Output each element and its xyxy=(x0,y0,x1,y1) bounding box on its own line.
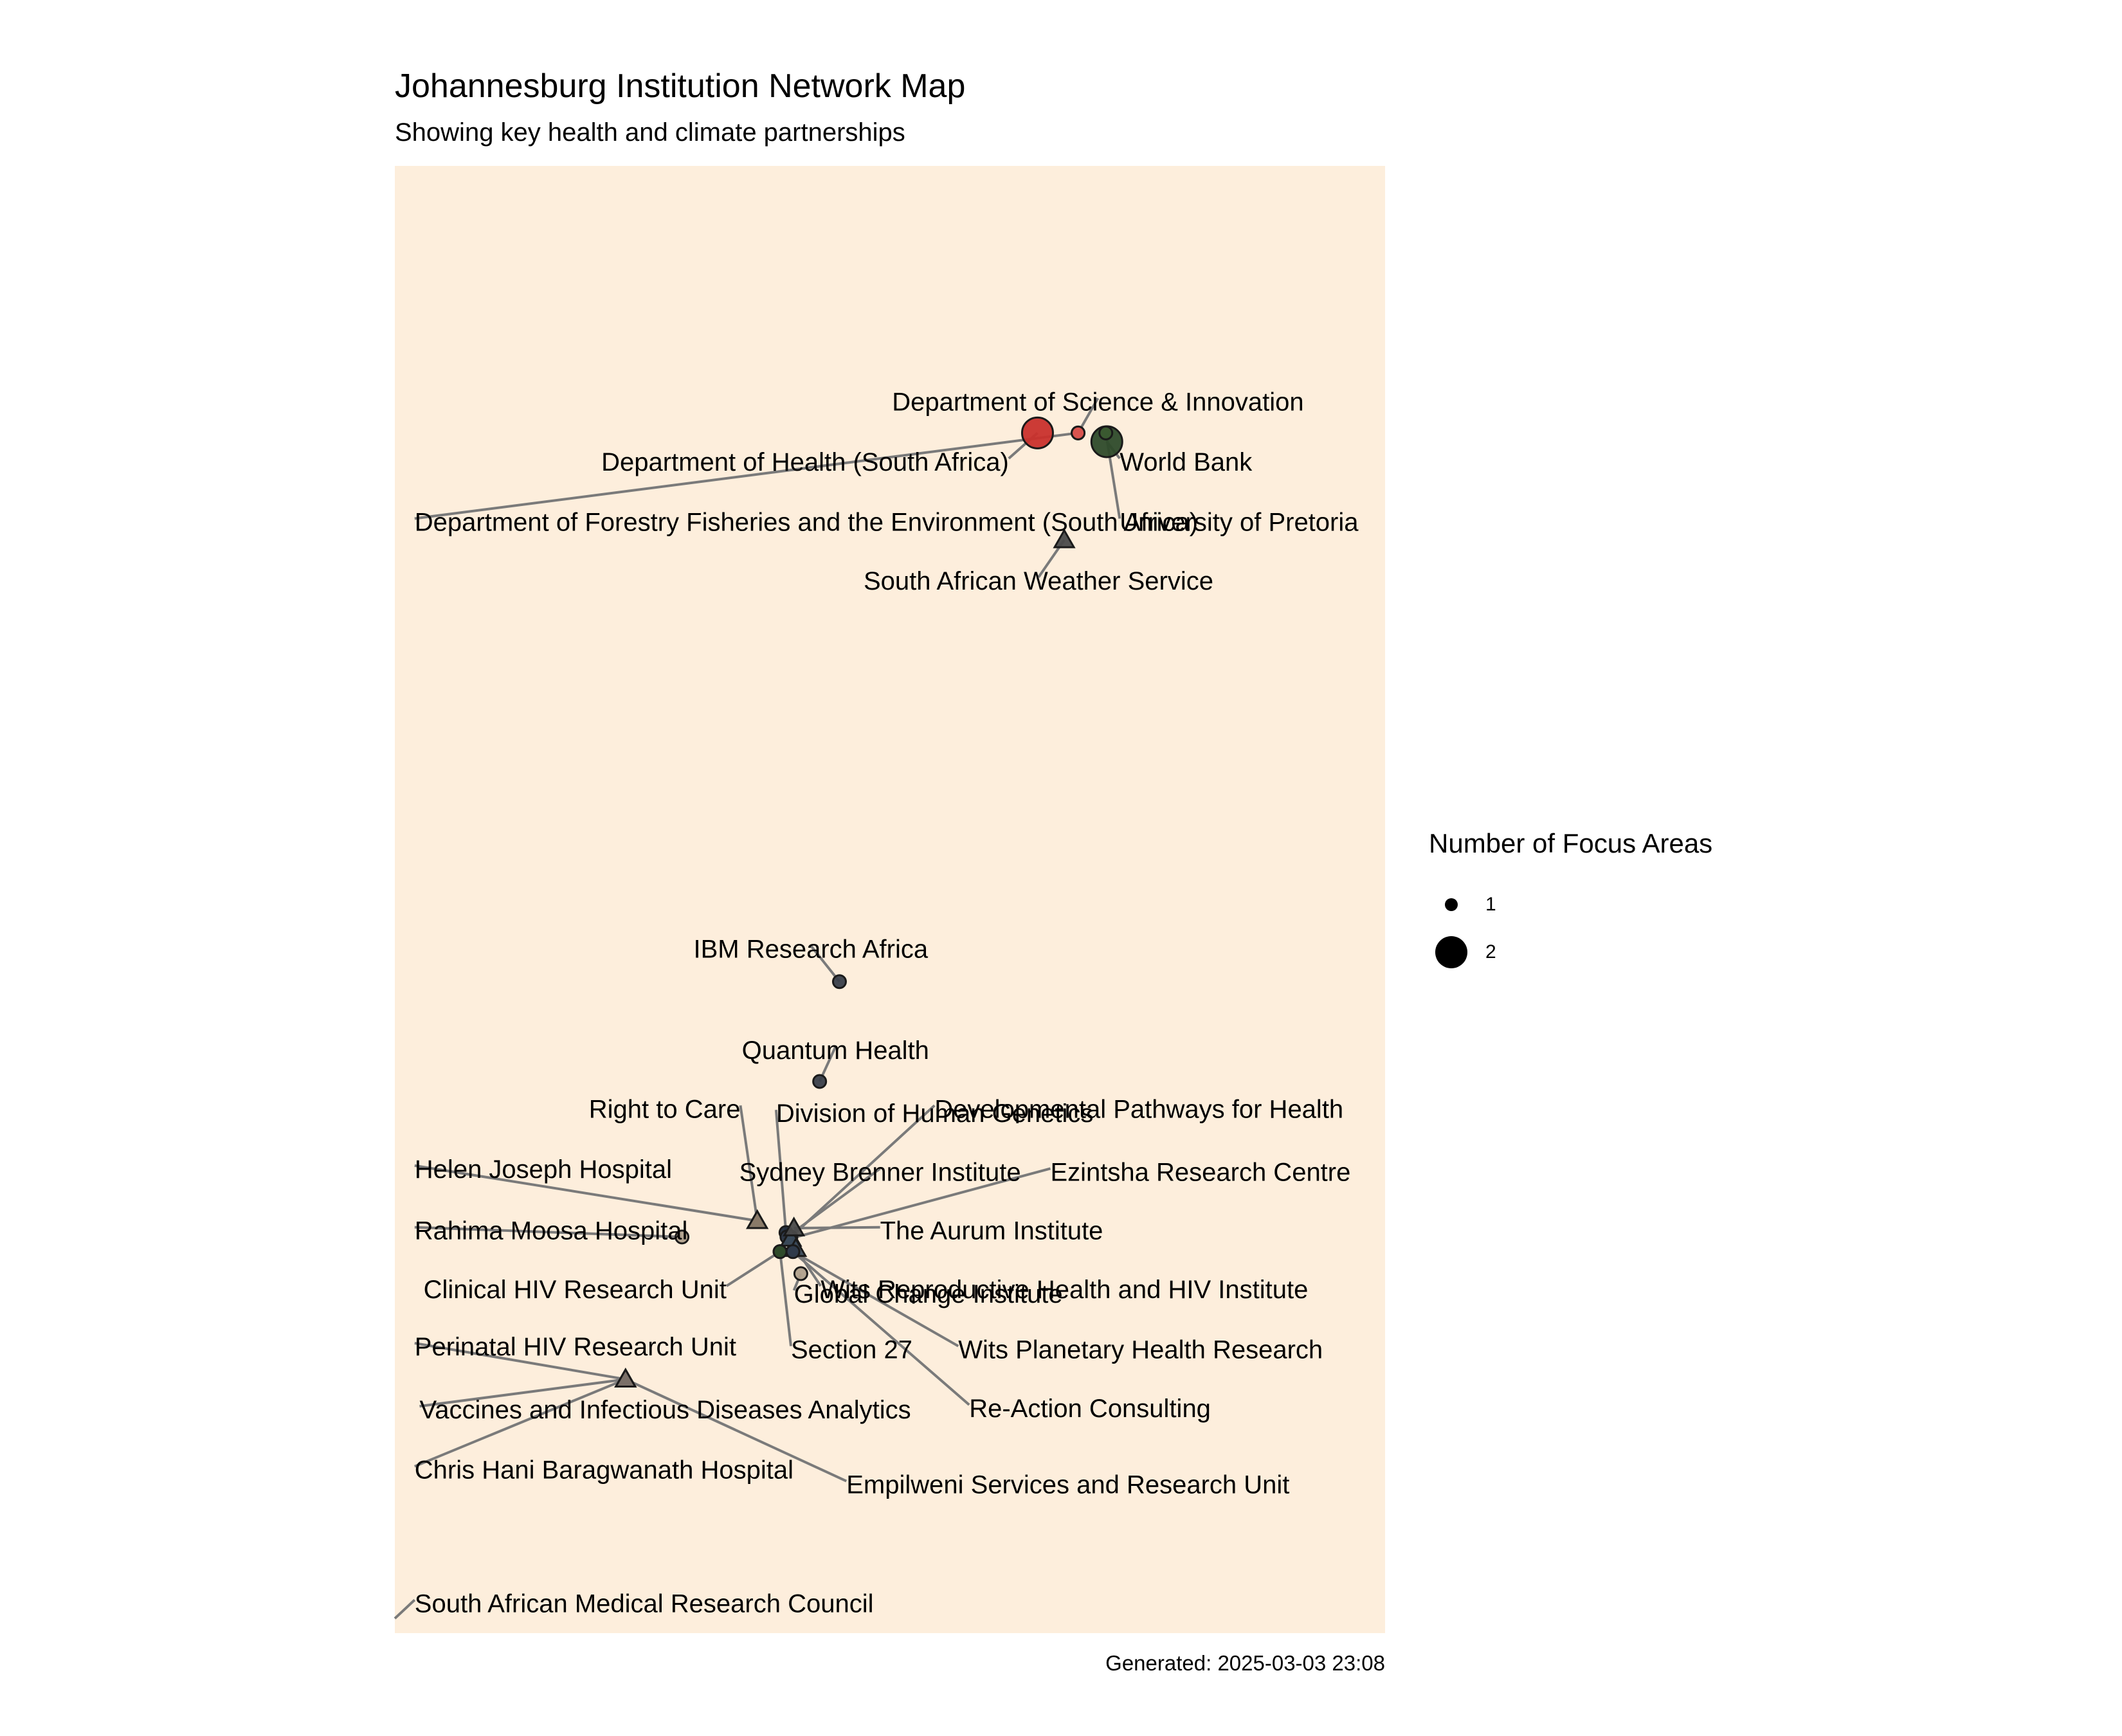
leader-line-chris-hani-baragwanath-hospital xyxy=(414,1378,626,1468)
leader-line-clinical-hiv-research-unit xyxy=(725,1250,781,1287)
leader-line-department-of-forestry-fisheries-and-the-environment-south-africa xyxy=(414,431,1078,520)
legend-entry-2: 2 xyxy=(1429,928,1712,976)
label-wits-planetary-health-research: Wits Planetary Health Research xyxy=(958,1336,1323,1364)
leader-line-south-african-medical-research-council xyxy=(394,1598,416,1620)
leader-line-section-27 xyxy=(779,1251,792,1346)
institution-points xyxy=(614,416,1123,1388)
institution-labels: Department of Health (South Africa) Depar… xyxy=(415,388,1359,1618)
legend-entry-1: 1 xyxy=(1429,881,1712,928)
label-department-of-health-south-africa: Department of Health (South Africa) xyxy=(601,448,1009,476)
label-empilweni-services-and-research-unit: Empilweni Services and Research Unit xyxy=(846,1471,1289,1499)
label-south-african-medical-research-council: South African Medical Research Council xyxy=(415,1589,874,1618)
label-clinical-hiv-research-unit: Clinical HIV Research Unit xyxy=(424,1276,727,1304)
leader-line-vaccines-and-infectious-diseases-analytics xyxy=(419,1378,626,1408)
legend-size-large-icon xyxy=(1435,936,1467,968)
label-south-african-weather-service: South African Weather Service xyxy=(864,567,1213,595)
point-quantum-health xyxy=(812,1074,828,1089)
legend-title: Number of Focus Areas xyxy=(1429,828,1713,858)
leader-line-right-to-care xyxy=(739,1105,759,1222)
chart-title: Johannesburg Institution Network Map xyxy=(395,68,966,105)
label-department-of-forestry-fisheries-and-the-environment-south-africa: Department of Forestry Fisheries and the… xyxy=(415,509,1198,537)
label-right-to-care: Right to Care xyxy=(589,1095,741,1123)
label-rahima-moosa-hospital: Rahima Moosa Hospital xyxy=(415,1217,688,1245)
leader-line-re-action-consulting xyxy=(792,1251,970,1406)
chart-subtitle: Showing key health and climate partnersh… xyxy=(395,118,905,147)
label-university-of-pretoria: University of Pretoria xyxy=(1120,509,1359,537)
label-the-aurum-institute: The Aurum Institute xyxy=(880,1217,1103,1245)
leader-line-rahima-moosa-hospital xyxy=(414,1225,682,1238)
label-perinatal-hiv-research-unit: Perinatal HIV Research Unit xyxy=(415,1333,736,1361)
leader-line-wits-planetary-health-research xyxy=(792,1250,959,1348)
point-department-of-health-south-africa xyxy=(1020,416,1054,449)
label-chris-hani-baragwanath-hospital: Chris Hani Baragwanath Hospital xyxy=(415,1456,793,1485)
leader-line-the-aurum-institute xyxy=(793,1225,880,1230)
label-re-action-consulting: Re-Action Consulting xyxy=(969,1395,1211,1423)
point-section-27 xyxy=(772,1244,788,1260)
point-empilweni-services-and-research-unit xyxy=(614,1368,637,1388)
legend: Number of Focus Areas 1 2 xyxy=(1429,828,1712,976)
label-division-of-human-genetics: Division of Human Genetics xyxy=(776,1099,1094,1128)
leader-line-ibm-research-africa xyxy=(810,945,841,983)
legend-label-2: 2 xyxy=(1485,941,1496,963)
leader-line-empilweni-services-and-research-unit xyxy=(624,1378,848,1483)
leader-line-sydney-brenner-institute xyxy=(786,1167,881,1238)
point-university-of-pretoria xyxy=(1098,425,1114,440)
label-helen-joseph-hospital: Helen Joseph Hospital xyxy=(415,1155,672,1184)
point-rahima-moosa-hospital xyxy=(675,1229,690,1245)
label-section-27: Section 27 xyxy=(791,1336,912,1364)
label-quantum-health: Quantum Health xyxy=(742,1036,929,1065)
point-the-aurum-institute xyxy=(783,1216,806,1236)
legend-label-1: 1 xyxy=(1485,894,1496,915)
leader-line-perinatal-hiv-research-unit xyxy=(414,1342,626,1381)
point-department-of-forestry-fisheries-and-the-environment-south-africa xyxy=(1071,425,1086,440)
label-global-change-institute: Global Change Institute xyxy=(794,1280,1063,1308)
legend-size-small-icon xyxy=(1445,898,1458,911)
label-wits-reproductive-health-and-hiv-institute: Wits Reproductive Health and HIV Institu… xyxy=(821,1276,1308,1304)
point-global-change-institute xyxy=(793,1266,808,1281)
label-world-bank: World Bank xyxy=(1120,448,1253,476)
label-sydney-brenner-institute: Sydney Brenner Institute xyxy=(739,1158,1021,1186)
label-department-of-science-innovation: Department of Science & Innovation xyxy=(892,388,1303,416)
point-re-action-consulting xyxy=(785,1244,801,1260)
leader-line-helen-joseph-hospital xyxy=(414,1164,757,1222)
label-ezintsha-research-centre: Ezintsha Research Centre xyxy=(1050,1158,1350,1186)
label-ibm-research-africa: IBM Research Africa xyxy=(694,936,929,964)
chart-caption: Generated: 2025-03-03 23:08 xyxy=(1105,1651,1385,1675)
point-ibm-research-africa xyxy=(831,974,847,990)
label-developmental-pathways-for-health: Developmental Pathways for Health xyxy=(934,1095,1343,1123)
label-vaccines-and-infectious-diseases-analytics: Vaccines and Infectious Diseases Analyti… xyxy=(420,1396,911,1424)
point-south-african-weather-service xyxy=(1053,528,1076,548)
leader-line-division-of-human-genetics xyxy=(774,1110,788,1233)
point-helen-joseph-hospital xyxy=(746,1209,769,1229)
leader-lines xyxy=(394,397,1121,1620)
